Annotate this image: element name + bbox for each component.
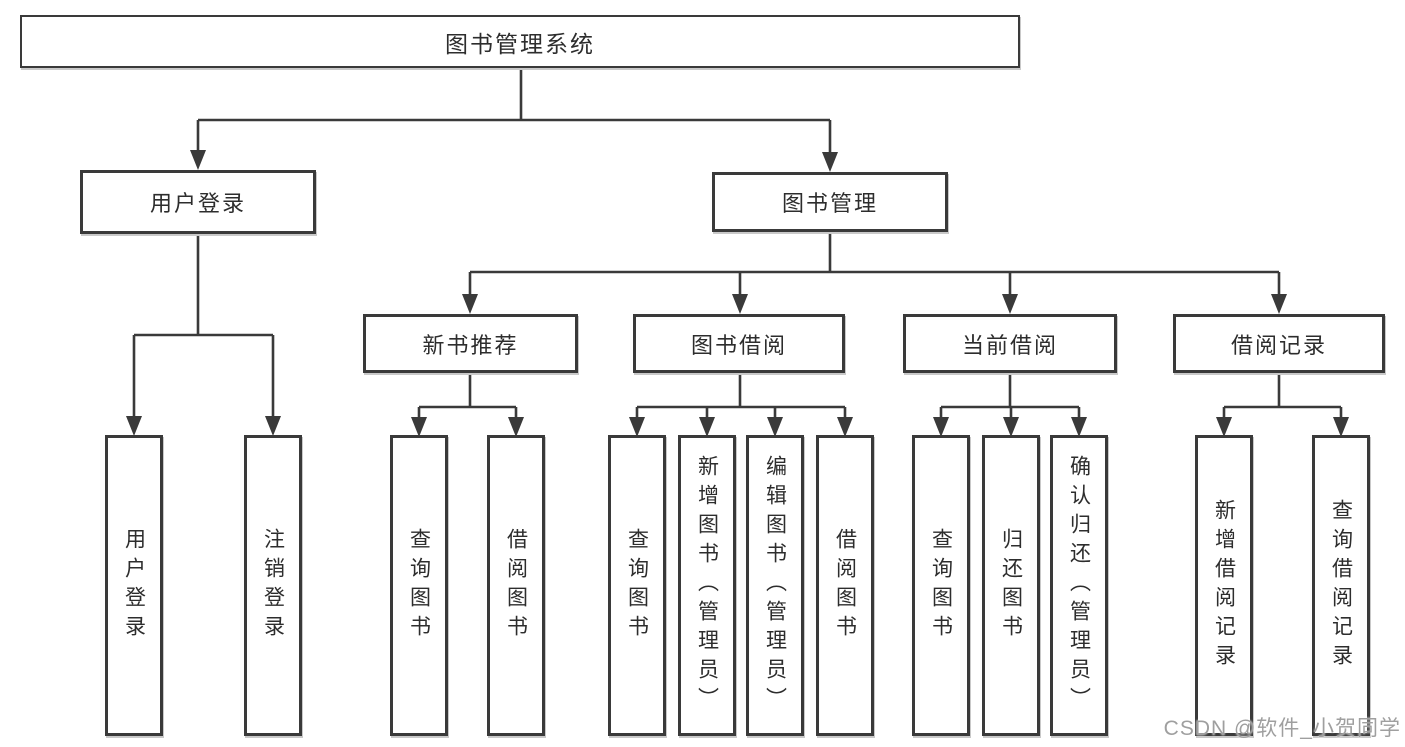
node-new-book-recommend: 新书推荐 [363,314,578,373]
node-book-borrow: 图书借阅 [633,314,845,373]
leaf-label: 新增借阅记录 [1212,498,1236,673]
connector-borrow-record [1222,373,1343,422]
node-label: 图书借阅 [690,332,787,358]
leaf-confirm-return-admin: 确认归还（管理员） [1050,435,1108,736]
leaf-borrow-books-2: 借阅图书 [816,435,874,736]
node-current-borrow: 当前借阅 [903,314,1117,373]
leaf-add-books-admin: 新增图书（管理员） [678,435,736,736]
leaf-label: 编辑图书（管理员） [763,455,787,716]
node-label: 新书推荐 [422,332,519,358]
leaf-label: 借阅图书 [833,527,857,644]
leaf-add-borrow-record: 新增借阅记录 [1195,435,1253,736]
node-label: 借阅记录 [1230,332,1327,358]
leaf-label: 查询借阅记录 [1329,498,1353,673]
connector-current-borrow [939,373,1081,422]
leaf-label: 新增图书（管理员） [695,455,719,716]
node-borrow-record: 借阅记录 [1173,314,1385,373]
leaf-return-books: 归还图书 [982,435,1040,736]
node-library-management-system: 图书管理系统 [20,15,1020,68]
node-user-login: 用户登录 [80,170,316,234]
connector-user-login [132,234,275,421]
connector-book-management [468,232,1281,300]
leaf-label: 查询图书 [625,527,649,644]
leaf-query-books-1: 查询图书 [390,435,448,736]
node-book-management: 图书管理 [712,172,948,232]
watermark: CSDN @软件_小贺同学 [1163,717,1401,740]
node-label: 图书管理 [781,191,878,216]
connector-new-book-recommend [417,373,518,422]
leaf-label: 注销登录 [261,527,285,644]
leaf-query-books-2: 查询图书 [608,435,666,736]
leaf-logout: 注销登录 [244,435,302,736]
leaf-edit-books-admin: 编辑图书（管理员） [746,435,804,736]
leaf-label: 借阅图书 [504,527,528,644]
connector-book-borrow [635,373,847,422]
leaf-borrow-books-1: 借阅图书 [487,435,545,736]
connector-root [196,68,832,158]
leaf-label: 归还图书 [999,527,1023,644]
leaf-query-books-3: 查询图书 [912,435,970,736]
leaf-query-borrow-record: 查询借阅记录 [1312,435,1370,736]
leaf-label: 查询图书 [407,527,431,644]
leaf-user-login: 用户登录 [105,435,163,736]
leaf-label: 确认归还（管理员） [1067,455,1091,716]
leaf-label: 用户登录 [122,527,146,644]
leaf-label: 查询图书 [929,527,953,644]
node-label: 用户登录 [149,191,246,216]
node-label: 当前借阅 [961,332,1058,358]
node-label: 图书管理系统 [445,30,595,57]
